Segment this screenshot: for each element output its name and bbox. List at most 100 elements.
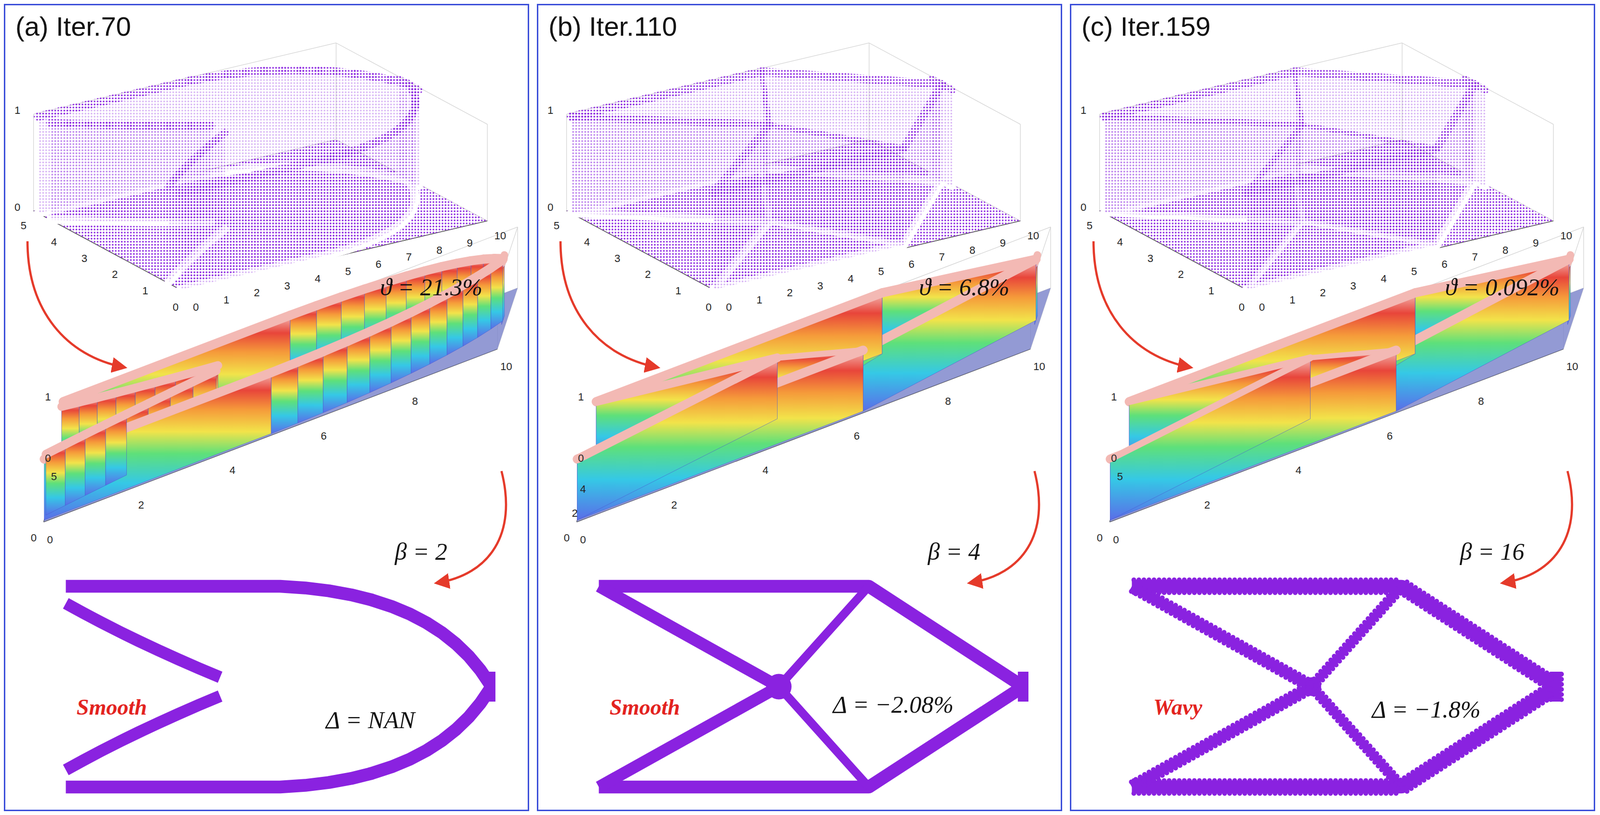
wavy-bump — [1267, 778, 1273, 783]
wavy-bump — [1408, 785, 1414, 791]
wavy-bump — [1292, 778, 1298, 783]
wavy-bump — [1374, 751, 1380, 756]
wavy-bump — [1203, 737, 1209, 743]
projection-beta: β = 2 — [395, 537, 448, 565]
axis-tick-label: 1 — [142, 285, 149, 297]
wavy-bump — [1444, 747, 1450, 753]
wavy-bump — [1173, 765, 1178, 771]
wavy-bump — [1237, 778, 1243, 783]
wavy-bump — [1323, 790, 1328, 796]
wavy-bump — [1313, 683, 1319, 688]
wavy-bump — [1490, 650, 1496, 656]
axis-tick-label: 8 — [411, 395, 418, 408]
wavy-bump — [1520, 697, 1526, 703]
point-wall — [348, 147, 363, 250]
iteration-panel: (a) Iter.70ϑ = 21.3%β = 2SmoothΔ = NAN — [3, 3, 530, 811]
wavy-bump — [1239, 639, 1245, 645]
wavy-bump — [1160, 772, 1165, 778]
wavy-bump — [1531, 661, 1537, 667]
wavy-bump — [1142, 771, 1148, 777]
iteration-panel: (b) Iter.110ϑ = 6.8%β = 4SmoothΔ = −2.08… — [536, 3, 1063, 811]
axis-tick-label: 2 — [1319, 287, 1326, 299]
wavy-bump — [1338, 577, 1343, 583]
wavy-bump — [1296, 671, 1302, 677]
wavy-bump — [1274, 670, 1280, 675]
wavy-bump — [1348, 577, 1354, 583]
point-wall — [300, 69, 319, 167]
wavy-bump — [1190, 744, 1196, 750]
wavy-bump — [1146, 577, 1152, 583]
wavy-bump — [1282, 577, 1288, 583]
wavy-bump — [1477, 725, 1483, 731]
axis-tick-label: 0 — [1238, 301, 1245, 314]
wavy-bump — [1485, 736, 1491, 741]
point-wall — [1246, 124, 1303, 290]
wavy-bump — [1270, 667, 1275, 673]
wavy-bump — [1452, 741, 1458, 747]
wavy-bump — [1548, 681, 1554, 687]
axis-tick-label: 4 — [229, 464, 236, 477]
axis-tick-label: 4 — [51, 236, 57, 248]
wavy-bump — [1312, 790, 1318, 796]
wavy-bump — [1146, 588, 1152, 593]
wavy-bump — [1348, 589, 1354, 595]
wavy-bump — [1465, 634, 1471, 640]
wavy-bump — [1287, 778, 1293, 783]
wavy-bump — [1323, 778, 1328, 783]
wavy-bump — [1558, 671, 1564, 677]
wavy-bump — [1283, 693, 1289, 698]
wavy-bump — [1558, 676, 1564, 682]
wavy-bump — [1171, 577, 1177, 583]
wavy-bump — [1358, 778, 1364, 783]
wavy-bump — [1155, 775, 1161, 780]
wavy-bump — [1206, 577, 1212, 583]
wavy-bump — [1338, 778, 1343, 783]
wavy-bump — [1133, 787, 1139, 793]
wavy-bump — [1257, 577, 1263, 583]
axis-tick-label: 7 — [939, 251, 945, 263]
wavy-bump — [1459, 615, 1465, 620]
wavy-bump — [1379, 601, 1384, 606]
wavy-bump — [1317, 778, 1323, 783]
point-ridge — [1302, 124, 1437, 149]
wavy-bump — [1392, 782, 1398, 788]
axis-tick-label: 0 — [1080, 201, 1087, 214]
wavy-bump — [1373, 589, 1379, 595]
wavy-bump — [1160, 595, 1165, 601]
wavy-bump — [1451, 609, 1457, 615]
axis-tick-label: 2 — [1204, 499, 1211, 511]
point-wall — [362, 142, 376, 245]
wavy-bump — [1252, 790, 1258, 796]
wavy-bump — [1247, 655, 1253, 660]
wavy-bump — [1298, 577, 1303, 583]
axis-tick-label: 0 — [725, 301, 732, 314]
point-ridge — [180, 157, 332, 193]
wavy-bump — [1477, 642, 1483, 648]
wavy-bump — [1447, 761, 1452, 766]
point-ridge — [761, 71, 770, 125]
wavy-bump — [1544, 697, 1550, 703]
axis-tick-label: 5 — [1086, 219, 1093, 232]
wavy-bump — [1363, 589, 1368, 595]
wavy-bump — [1345, 729, 1351, 735]
wavy-bump — [1434, 598, 1439, 604]
wavy-bump — [1217, 790, 1222, 796]
axis-tick-label: 5 — [51, 470, 57, 483]
wavy-bump — [1155, 764, 1161, 770]
wavy-bump — [1222, 790, 1228, 796]
wavy-bump — [1512, 664, 1518, 670]
point-wall — [148, 125, 170, 222]
wavy-bump — [1171, 778, 1177, 783]
wavy-bump — [1267, 790, 1273, 796]
wavy-bump — [1323, 673, 1329, 679]
structure-member — [1131, 586, 1557, 687]
wavy-bump — [1252, 778, 1258, 783]
wavy-bump — [1232, 790, 1238, 796]
wavy-bump — [1397, 777, 1403, 782]
wavy-bump — [1227, 778, 1232, 783]
wavy-bump — [1181, 607, 1187, 613]
wavy-bump — [1375, 763, 1381, 768]
point-wall — [226, 72, 246, 172]
wavy-bump — [1272, 778, 1278, 783]
wavy-bump — [1221, 629, 1227, 635]
